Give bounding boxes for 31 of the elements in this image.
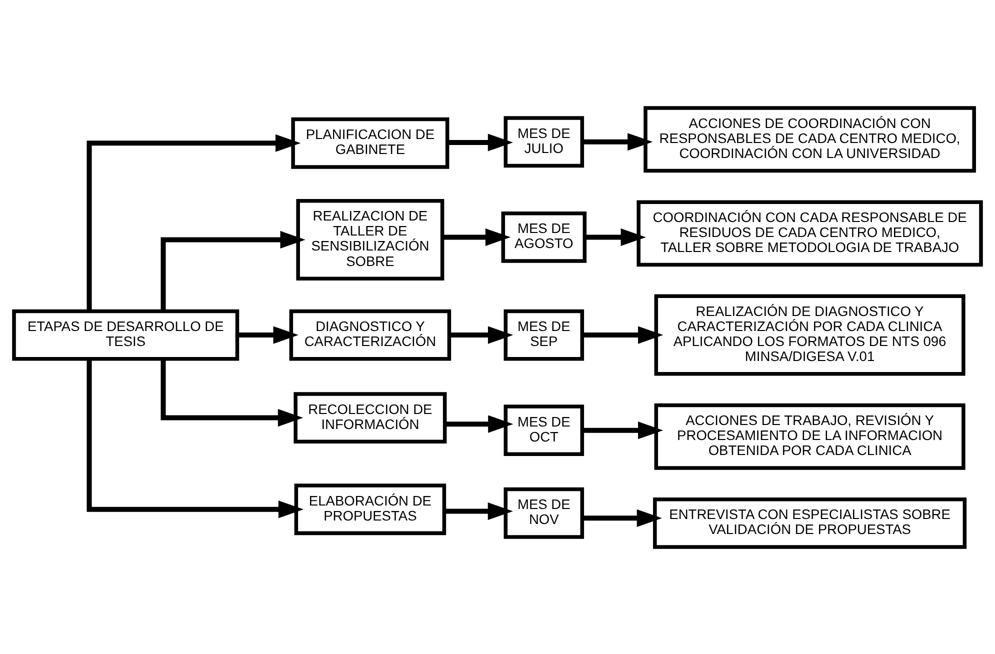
- arrow: [160, 358, 304, 426]
- arrow: [582, 508, 662, 526]
- arrow: [584, 228, 646, 246]
- arrow: [449, 326, 514, 344]
- node-box: PLANIFICACION DE GABINETE: [291, 116, 450, 168]
- arrow: [442, 228, 511, 246]
- arrow: [582, 421, 664, 439]
- arrow: [160, 230, 306, 310]
- node-box: REALIZACIÓN DE DIAGNOSTICO Y CARACTERIZACIÓN POR CADA CLINICA APLICANDO LOS FORMATOS DE NTS 096 MINSA/DIGESA V.01: [654, 294, 966, 376]
- node-box: ACCIONES DE COORDINACIÓN CON RESPONSABLES DE CADA CENTRO MEDICO, COORDINACIÓN CON LA UNIVERSIDAD: [644, 106, 976, 172]
- node-box: REALIZACION DE TALLER DE SENSIBILIZACIÓN SOBRE: [296, 198, 444, 280]
- node-box: MES DE AGOSTO: [501, 210, 587, 262]
- arrow: [86, 358, 304, 518]
- arrow: [86, 134, 301, 311]
- node-box: MES DE OCT: [504, 404, 584, 456]
- node-box: ETAPAS DE DESARROLLO DE TESIS: [12, 308, 240, 360]
- arrow: [582, 132, 653, 150]
- node-box: RECOLECCION DE INFORMACIÓN: [294, 392, 447, 444]
- node-box: ENTREVISTA CON ESPECIALISTAS SOBRE VALIDACIÓN DE PROPUESTAS: [653, 496, 967, 548]
- arrow: [238, 326, 298, 344]
- arrow: [444, 502, 513, 520]
- node-box: DIAGNOSTICO Y CARACTERIZACIÓN: [289, 308, 452, 360]
- arrow: [447, 133, 514, 151]
- arrow: [444, 414, 514, 432]
- node-box: MES DE NOV: [504, 486, 584, 538]
- node-box: ELABORACIÓN DE PROPUESTAS: [294, 483, 446, 535]
- node-box: COORDINACIÓN CON CADA RESPONSABLE DE RESIDUOS DE CADA CENTRO MEDICO, TALLER SOBRE METODOLOGIA DE TRABAJO: [636, 200, 983, 266]
- node-box: MES DE JULIO: [504, 116, 584, 168]
- node-box: MES DE SEP: [504, 308, 584, 360]
- node-box: ACCIONES DE TRABAJO, REVISIÓN Y PROCESAMIENTO DE LA INFORMACION OBTENIDA POR CADA CLINICA: [654, 402, 966, 470]
- arrow: [582, 326, 664, 344]
